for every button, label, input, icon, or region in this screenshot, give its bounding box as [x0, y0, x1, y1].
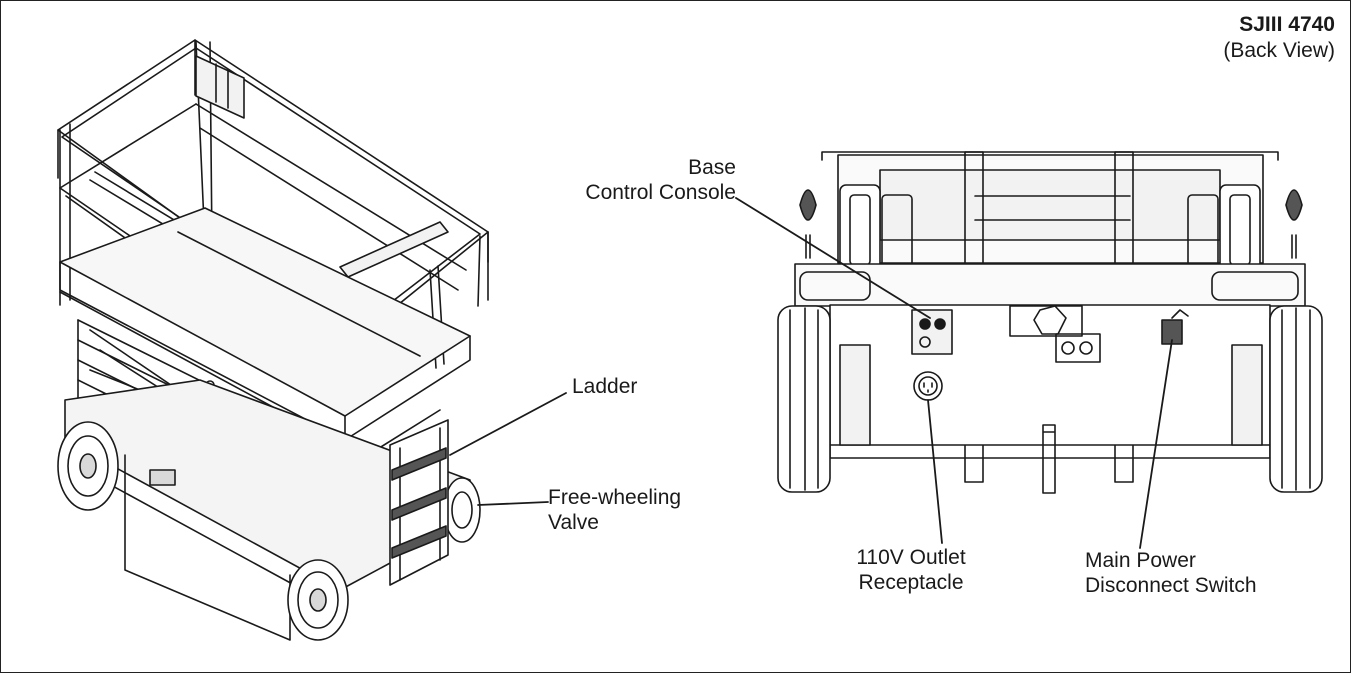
center-block [1009, 305, 1101, 363]
callout-free-wheeling-valve: Free-wheeling Valve [548, 485, 681, 535]
callout-ladder: Ladder [572, 374, 637, 399]
leader-outlet [927, 399, 943, 544]
callout-110v-outlet-receptacle: 110V Outlet Receptacle [818, 545, 1004, 595]
callout-text: Control Console [585, 181, 736, 204]
back-wheels [777, 305, 1323, 493]
scissor-lift-back-view [777, 151, 1323, 494]
upper-mechanism [837, 154, 1264, 295]
callout-text: Receptacle [858, 571, 964, 594]
deck-top-edge [821, 151, 1279, 161]
side-lights [799, 189, 1303, 259]
callout-main-power-disconnect-switch: Main Power Disconnect Switch [1085, 548, 1257, 598]
ladder [389, 419, 449, 586]
tow-post [1042, 424, 1056, 494]
cylinders [839, 184, 1261, 271]
callout-text: Disconnect Switch [1085, 574, 1257, 597]
model-label: SJIII 4740 [1239, 13, 1335, 36]
callout-base-control-console: Base Control Console [540, 155, 736, 205]
callout-text: 110V Outlet [856, 546, 966, 569]
scissor-lift-isometric [57, 39, 489, 641]
leader-lines [449, 197, 1173, 549]
rail-tube [339, 221, 449, 278]
leader-ladder [449, 392, 567, 456]
callout-text: Main Power [1085, 549, 1196, 572]
leader-base-console [735, 197, 931, 319]
callout-text: Ladder [572, 375, 638, 398]
callout-text: Free-wheeling [548, 486, 682, 509]
base-control-console [911, 309, 953, 355]
callout-text: Base [688, 156, 736, 179]
chassis-back [794, 263, 1306, 459]
wheels [57, 421, 481, 641]
platform-deck [59, 207, 471, 447]
callout-text: Valve [548, 511, 599, 534]
leader-free-wheeling [477, 501, 549, 506]
view-label: (Back View) [1223, 39, 1335, 62]
title-block: SJIII 4740 (Back View) [1223, 12, 1335, 64]
outlet-receptacle [913, 371, 943, 401]
leader-power-switch [1139, 339, 1173, 549]
